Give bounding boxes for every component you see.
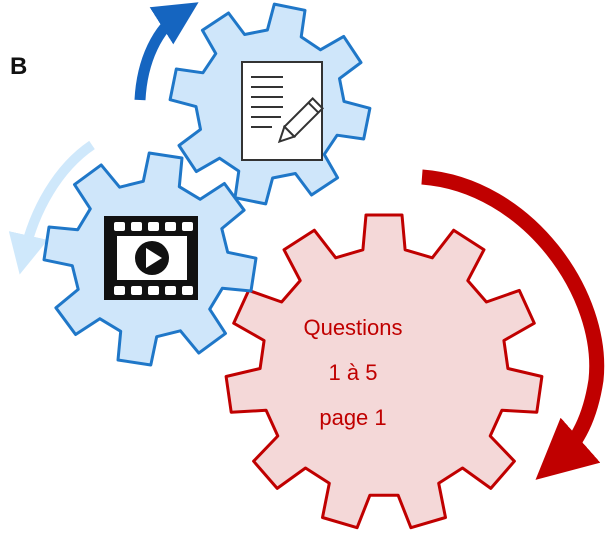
- panel-letter: B: [10, 53, 28, 80]
- questions-gear: [224, 213, 544, 530]
- light-blue-arrow: [8, 140, 95, 275]
- questions-label-line3: page 1: [319, 405, 387, 430]
- questions-label-line2: 1 à 5: [328, 360, 378, 385]
- document-edit-icon: [241, 61, 324, 161]
- video-play-icon: [104, 216, 198, 300]
- questions-label-line1: Questions: [303, 315, 403, 340]
- dark-blue-arrow: [134, 2, 199, 101]
- red-arrow: [421, 169, 605, 480]
